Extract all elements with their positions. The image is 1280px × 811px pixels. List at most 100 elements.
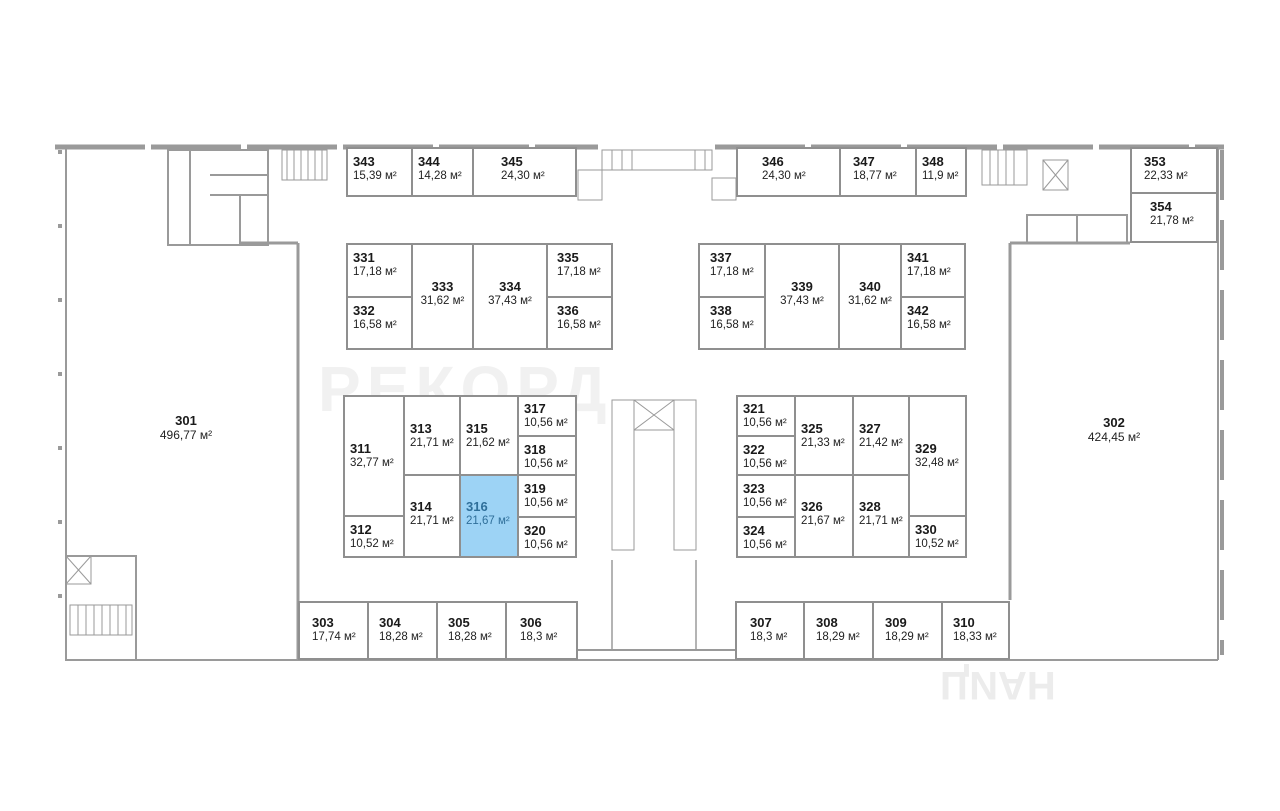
room-311-area: 32,77 м² <box>350 457 394 469</box>
room-343-number: 343 <box>353 154 375 169</box>
room-354-number: 354 <box>1150 199 1172 214</box>
room-338-number: 338 <box>710 303 732 318</box>
room-330-area: 10,52 м² <box>915 538 959 550</box>
room-322-area: 10,56 м² <box>743 458 787 470</box>
room-345-area: 24,30 м² <box>501 170 545 182</box>
room-341-number: 341 <box>907 250 929 265</box>
room-329-area: 32,48 м² <box>915 457 959 469</box>
room-347-area: 18,77 м² <box>853 170 897 182</box>
room-320-number: 320 <box>524 523 546 538</box>
room-313-area: 21,71 м² <box>410 437 454 449</box>
room-334-area: 37,43 м² <box>488 295 532 307</box>
room-342-area: 16,58 м² <box>907 319 951 331</box>
room-312-area: 10,52 м² <box>350 538 394 550</box>
room-334-number: 334 <box>499 279 521 294</box>
room-326-number: 326 <box>801 499 823 514</box>
room-335-number: 335 <box>557 250 579 265</box>
room-325-number: 325 <box>801 421 823 436</box>
room-322-number: 322 <box>743 442 765 457</box>
room-323-number: 323 <box>743 481 765 496</box>
room-336-number: 336 <box>557 303 579 318</box>
room-306-area: 18,3 м² <box>520 631 558 643</box>
room-317-number: 317 <box>524 401 546 416</box>
room-316-area: 21,67 м² <box>466 515 510 527</box>
room-328-area: 21,71 м² <box>859 515 903 527</box>
room-309-area: 18,29 м² <box>885 631 929 643</box>
room-341-area: 17,18 м² <box>907 266 951 278</box>
room-305-area: 18,28 м² <box>448 631 492 643</box>
room-303-number: 303 <box>312 615 334 630</box>
room-321-number: 321 <box>743 401 765 416</box>
room-313-number: 313 <box>410 421 432 436</box>
room-344-number: 344 <box>418 154 440 169</box>
room-302-number: 302 <box>1103 415 1125 430</box>
room-354-area: 21,78 м² <box>1150 215 1194 227</box>
room-321-area: 10,56 м² <box>743 417 787 429</box>
room-311-number: 311 <box>350 441 371 456</box>
room-327-number: 327 <box>859 421 881 436</box>
room-304-number: 304 <box>379 615 401 630</box>
room-329-number: 329 <box>915 441 937 456</box>
room-316-number: 316 <box>466 499 488 514</box>
room-315-number: 315 <box>466 421 488 436</box>
room-318-number: 318 <box>524 442 546 457</box>
room-331-number: 331 <box>353 250 375 265</box>
room-319-area: 10,56 м² <box>524 497 568 509</box>
room-303-area: 17,74 м² <box>312 631 356 643</box>
room-347-number: 347 <box>853 154 875 169</box>
room-324-area: 10,56 м² <box>743 539 787 551</box>
room-308-number: 308 <box>816 615 838 630</box>
room-302-area: 424,45 м² <box>1087 430 1141 444</box>
